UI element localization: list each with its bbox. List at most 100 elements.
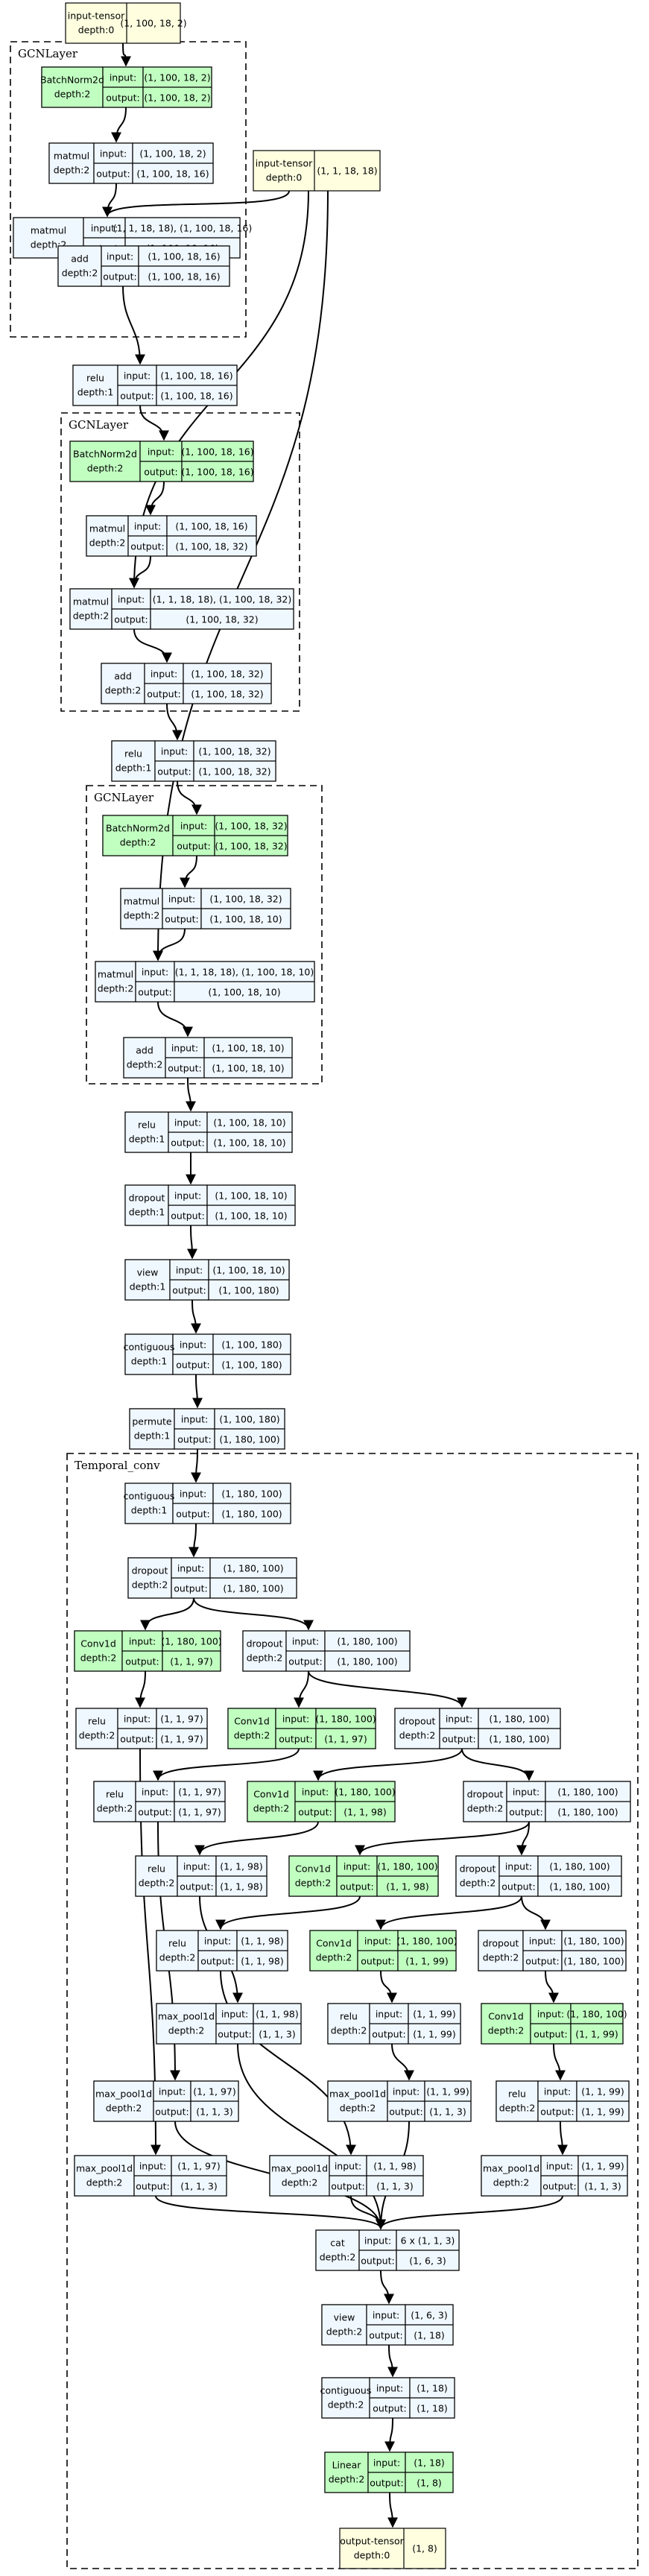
output-shape: (1, 1, 99) xyxy=(405,1956,448,1967)
node-name: relu xyxy=(148,1863,165,1875)
node-name: relu xyxy=(124,748,142,760)
input-shape: (1, 100, 18, 16) xyxy=(181,446,253,458)
edge-lin1-to-out0 xyxy=(387,2492,398,2528)
input-shape: (1, 1, 97) xyxy=(178,1787,221,1798)
input-shape: (1, 100, 18, 16) xyxy=(160,370,232,382)
output-label: output: xyxy=(279,1734,312,1745)
output-shape: (1, 100, 18, 16) xyxy=(181,467,253,478)
input-label: input: xyxy=(373,2310,399,2321)
node-depth: depth:1 xyxy=(115,763,152,774)
output-label: output: xyxy=(176,1509,209,1520)
output-shape: (1, 100, 18, 10) xyxy=(215,1210,287,1222)
node-name: contiguous xyxy=(124,1491,175,1502)
input-shape: (1, 100, 18, 10) xyxy=(213,1117,285,1128)
output-shape: (1, 1, 3) xyxy=(259,2029,296,2040)
node-name: contiguous xyxy=(124,1342,175,1353)
output-shape: (1, 6, 3) xyxy=(409,2255,446,2267)
input-shape: (1, 1, 97) xyxy=(177,2161,220,2172)
output-label: output: xyxy=(177,841,210,852)
node-depth: depth:2 xyxy=(282,2177,318,2188)
node-name: relu xyxy=(340,2011,358,2022)
node-name: Conv1d xyxy=(488,2011,524,2022)
input-label: input: xyxy=(180,1489,206,1500)
output-shape: (1, 100, 18, 32) xyxy=(198,766,270,777)
input-label: input: xyxy=(505,1861,532,1872)
node-depth: depth:1 xyxy=(134,1430,171,1442)
output-label: output: xyxy=(180,1881,213,1892)
node-name: add xyxy=(136,1045,153,1056)
node-depth: depth:2 xyxy=(87,463,124,474)
node-depth: depth:1 xyxy=(129,1134,165,1145)
node-depth: depth:1 xyxy=(131,1505,168,1516)
output-shape: (1, 1, 97) xyxy=(324,1734,367,1745)
output-shape: (1, 18) xyxy=(414,2330,445,2341)
output-shape: (1, 1, 98) xyxy=(220,1881,262,1892)
edge-tdrop1-to-conv1 xyxy=(140,1597,194,1631)
tensor-shape: (1, 100, 18, 2) xyxy=(120,18,186,29)
input-shape: (1, 100, 18, 10) xyxy=(212,1043,284,1054)
node-depth: depth:2 xyxy=(79,1730,115,1741)
node-depth: depth:0 xyxy=(266,172,303,183)
output-label: output: xyxy=(125,1656,159,1667)
input-label: input: xyxy=(446,1714,472,1725)
edge-in0-to-bn1 xyxy=(120,42,131,67)
output-label: output: xyxy=(369,2330,402,2341)
node-name: matmul xyxy=(54,151,89,162)
edge-tdrop5-to-conv5 xyxy=(376,1895,522,1931)
output-label: output: xyxy=(144,467,177,478)
edge-tdrop2-to-tdrop3 xyxy=(308,1670,467,1708)
output-label: output: xyxy=(525,1956,559,1967)
node-depth: depth:1 xyxy=(129,1207,165,1218)
input-label: input: xyxy=(142,967,168,978)
node-name: matmul xyxy=(98,969,133,980)
edge-tdrop5-to-tdrop6 xyxy=(521,1895,551,1931)
output-shape: (1, 180, 100) xyxy=(489,1734,549,1745)
output-shape: (1, 18) xyxy=(417,2403,448,2414)
node-name: dropout xyxy=(129,1193,165,1204)
input-shape: (1, 180, 100) xyxy=(563,1936,624,1947)
edge-perm1-to-contig2 xyxy=(191,1448,202,1483)
input-label: input: xyxy=(513,1787,539,1798)
cluster-label: GCNLayer xyxy=(69,418,129,432)
node-depth: depth:2 xyxy=(105,685,142,696)
node-depth: depth:2 xyxy=(488,2025,525,2036)
input-label: input: xyxy=(180,821,207,832)
output-shape: (1, 1, 3) xyxy=(196,2106,233,2118)
edge-mm3a-to-mm3b xyxy=(153,928,186,962)
node-name: max_pool1d xyxy=(76,2163,133,2174)
node-depth: depth:2 xyxy=(253,1803,290,1814)
node-depth: depth:2 xyxy=(73,610,110,622)
input-shape: (1, 180, 100) xyxy=(549,1861,610,1872)
output-shape: (1, 1, 3) xyxy=(376,2181,414,2192)
output-shape: (1, 100, 18, 16) xyxy=(160,391,232,402)
output-label: output: xyxy=(298,1807,332,1818)
input-label: input: xyxy=(344,1861,370,1872)
output-shape: (1, 1, 99) xyxy=(575,2029,618,2040)
input-shape: (1, 180, 100) xyxy=(335,1787,395,1798)
input-label: input: xyxy=(124,1714,151,1725)
node-depth: depth:2 xyxy=(31,239,67,250)
output-label: output: xyxy=(174,1583,207,1594)
output-label: output: xyxy=(177,1434,211,1445)
output-label: output: xyxy=(171,1210,204,1222)
output-label: output: xyxy=(168,1063,201,1074)
output-shape: (1, 100, 18, 32) xyxy=(191,689,263,700)
node-name: input-tensor xyxy=(68,10,125,22)
input-shape: (1, 100, 180) xyxy=(221,1339,282,1351)
node-name: Linear xyxy=(332,2460,362,2471)
node-depth: depth:2 xyxy=(467,1803,504,1814)
edge-in1-to-mm1b xyxy=(102,190,290,218)
edge-tdrop2-to-conv2 xyxy=(294,1670,309,1708)
output-label: output: xyxy=(534,2029,567,2040)
